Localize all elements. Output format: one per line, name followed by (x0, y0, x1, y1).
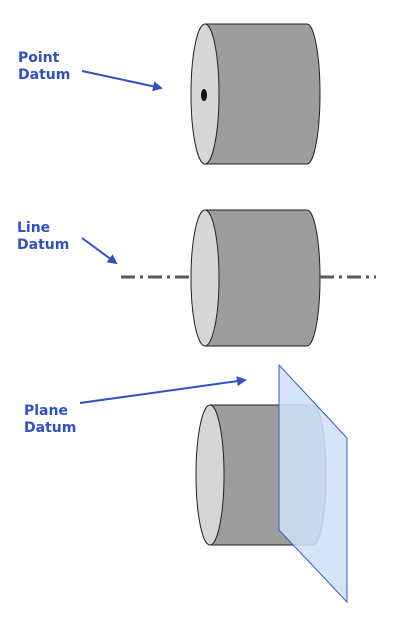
plane-datum-arrow (79, 376, 247, 404)
plane-datum-label: Plane Datum (24, 403, 76, 437)
cylinder-plane (195, 363, 348, 604)
point-datum-label-line1: Point (18, 50, 60, 66)
line-datum-label: Line Datum (17, 220, 69, 254)
line-datum-label-line2: Datum (17, 237, 70, 253)
line-datum-arrow (81, 237, 118, 265)
plane-datum-label-line2: Datum (24, 420, 77, 436)
plane-datum-label-line1: Plane (24, 403, 68, 419)
cylinder-point (190, 23, 321, 165)
point-datum-label-line2: Datum (18, 67, 71, 83)
cylinder-plane-face (195, 404, 225, 546)
cylinder-line-body (204, 209, 321, 347)
point-datum-arrow (81, 70, 163, 92)
point-datum-label: Point Datum (18, 50, 70, 84)
cylinder-point-body (204, 23, 321, 165)
cylinder-line-face (190, 209, 220, 347)
cylinder-line (121, 209, 376, 347)
plane-datum-surface (278, 363, 348, 604)
point-datum-dot (201, 89, 207, 101)
line-datum-label-line1: Line (17, 220, 51, 236)
